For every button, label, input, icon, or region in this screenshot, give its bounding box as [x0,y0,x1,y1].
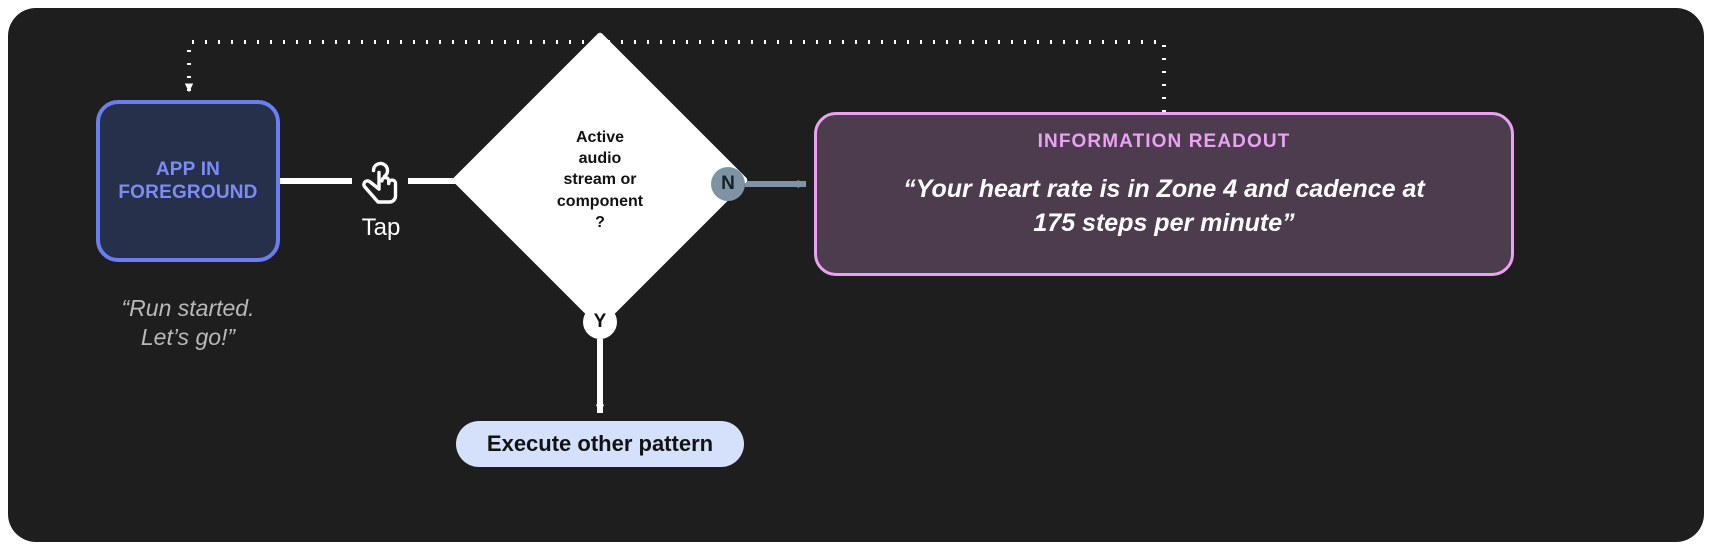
node-information-readout[interactable]: INFORMATION READOUT “Your heart rate is … [814,112,1514,276]
branch-marker-no: N [711,167,745,201]
execute-other-pattern-button[interactable]: Execute other pattern [456,421,744,467]
branch-marker-no-label: N [721,173,735,194]
app-node-caption: “Run started. Let’s go!” [121,295,255,351]
branch-marker-yes: Y [583,305,617,339]
node-app-in-foreground[interactable]: APP IN FOREGROUND [96,100,280,262]
decision-label: Active audio stream or component ? [556,129,644,231]
readout-title: INFORMATION READOUT [1037,131,1291,152]
execute-other-pattern-label: Execute other pattern [486,431,714,456]
tap-gesture-icon [356,156,404,208]
decision-node-active-audio[interactable]: Active audio stream or component ? [451,31,749,329]
branch-marker-yes-label: Y [593,311,607,332]
diagram-stage: APP IN FOREGROUND “Run started. Let’s go… [8,8,1704,542]
tap-gesture-label: Tap [361,214,401,241]
app-node-label: APP IN FOREGROUND [118,158,258,203]
readout-message: “Your heart rate is in Zone 4 and cadenc… [903,175,1425,237]
